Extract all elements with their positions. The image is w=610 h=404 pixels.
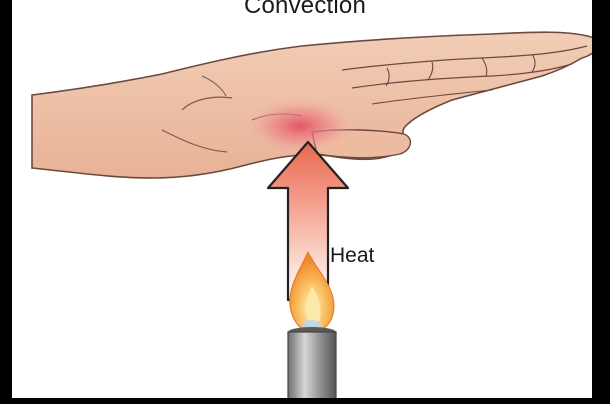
diagram-title: Convection	[12, 0, 598, 20]
heat-spot	[242, 96, 358, 156]
convection-illustration	[12, 0, 598, 398]
diagram-frame: Convection Heat	[12, 0, 598, 398]
heat-label: Heat	[330, 244, 374, 268]
burner	[288, 327, 336, 398]
burner-tube	[288, 332, 336, 398]
